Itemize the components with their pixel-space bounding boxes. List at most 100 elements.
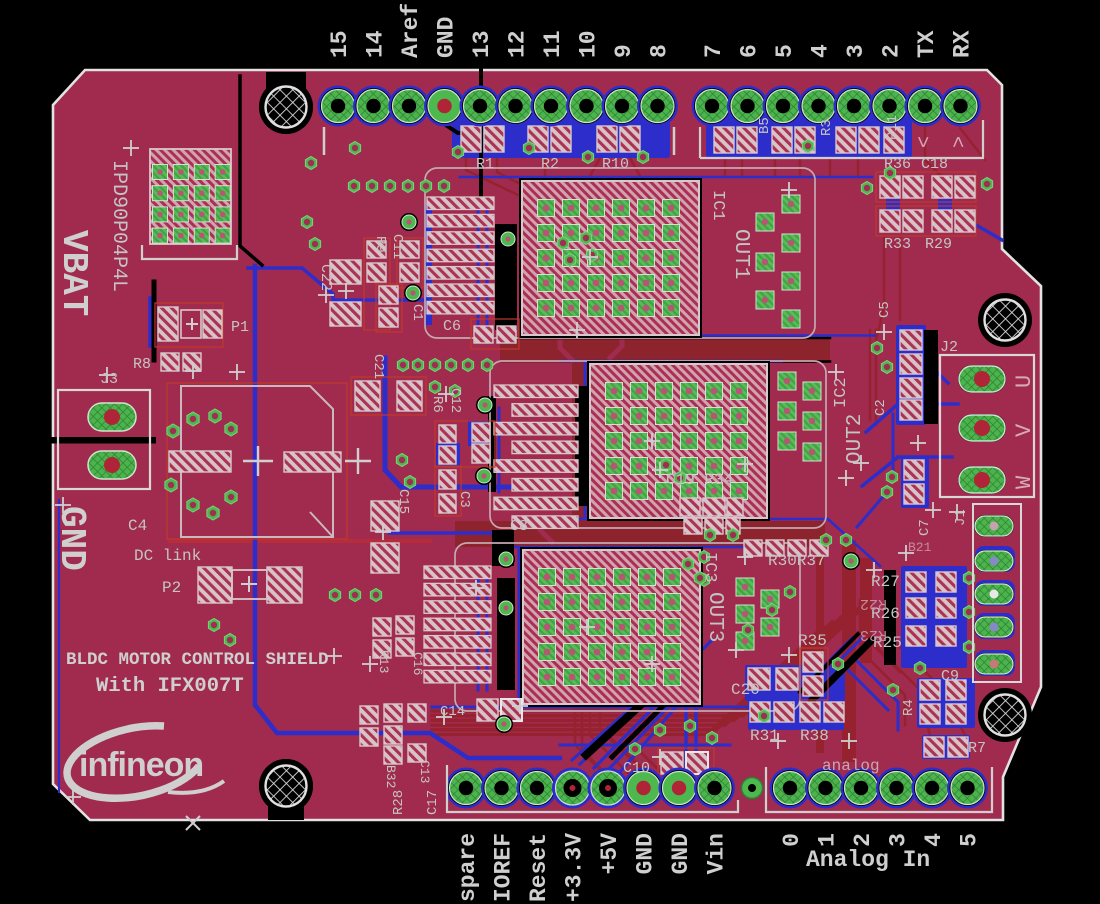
svg-text:R3: R3 bbox=[819, 119, 835, 136]
svg-text:6: 6 bbox=[737, 44, 763, 58]
svg-text:R33: R33 bbox=[884, 236, 911, 253]
svg-text:With IFX007T: With IFX007T bbox=[96, 675, 244, 698]
svg-text:GND: GND bbox=[633, 833, 659, 874]
svg-text:BLDC MOTOR CONTROL SHIELD: BLDC MOTOR CONTROL SHIELD bbox=[66, 650, 329, 670]
svg-text:R36: R36 bbox=[884, 156, 911, 173]
svg-text:analog: analog bbox=[822, 757, 880, 775]
svg-text:1: 1 bbox=[815, 833, 841, 847]
svg-text:R28: R28 bbox=[391, 790, 407, 815]
svg-text:Analog In: Analog In bbox=[806, 847, 930, 873]
svg-text:C5: C5 bbox=[877, 301, 893, 318]
svg-text:+5V: +5V bbox=[597, 833, 623, 875]
svg-text:spare: spare bbox=[455, 833, 481, 902]
svg-text:P2: P2 bbox=[162, 579, 181, 597]
svg-text:C12: C12 bbox=[447, 388, 463, 413]
svg-text:14: 14 bbox=[363, 30, 389, 58]
svg-text:C18: C18 bbox=[921, 156, 948, 173]
svg-text:12: 12 bbox=[505, 30, 531, 58]
svg-text:RX: RX bbox=[950, 30, 976, 58]
svg-text:<: < bbox=[914, 136, 937, 148]
svg-text:infineon: infineon bbox=[79, 746, 203, 784]
svg-text:4: 4 bbox=[921, 833, 947, 847]
svg-text:Aref: Aref bbox=[398, 3, 424, 58]
svg-text:2: 2 bbox=[850, 833, 876, 847]
svg-text:B32: B32 bbox=[383, 765, 398, 788]
svg-text:C1: C1 bbox=[409, 304, 425, 321]
svg-text:C22: C22 bbox=[317, 264, 334, 291]
svg-text:15: 15 bbox=[327, 30, 353, 58]
svg-text:OUT2: OUT2 bbox=[844, 414, 867, 464]
svg-text:B21: B21 bbox=[908, 540, 932, 555]
svg-text:Vin: Vin bbox=[704, 833, 730, 874]
svg-text:J3: J3 bbox=[100, 371, 118, 388]
svg-text:IC3: IC3 bbox=[700, 552, 719, 583]
svg-text:0: 0 bbox=[779, 833, 805, 847]
svg-text:10: 10 bbox=[576, 30, 602, 58]
svg-text:GND: GND bbox=[668, 833, 694, 874]
svg-text:C20: C20 bbox=[731, 681, 760, 699]
svg-text:R22: R22 bbox=[860, 595, 887, 612]
svg-text:R27: R27 bbox=[871, 573, 900, 591]
svg-text:C2: C2 bbox=[873, 399, 889, 416]
svg-text:13: 13 bbox=[469, 30, 495, 58]
svg-text:R13: R13 bbox=[376, 650, 391, 673]
svg-text:C8: C8 bbox=[510, 518, 528, 535]
svg-text:R35: R35 bbox=[798, 632, 827, 650]
svg-text:OUT3: OUT3 bbox=[703, 592, 726, 642]
svg-text:IPD90P04P4L: IPD90P04P4L bbox=[107, 160, 130, 292]
svg-text:R38: R38 bbox=[800, 727, 829, 745]
svg-text:R31: R31 bbox=[750, 727, 779, 745]
svg-text:C11: C11 bbox=[389, 234, 405, 259]
svg-text:R23: R23 bbox=[860, 626, 887, 643]
svg-text:R30R37: R30R37 bbox=[768, 552, 826, 570]
svg-text:5: 5 bbox=[772, 44, 798, 58]
svg-text:R9: R9 bbox=[372, 236, 388, 253]
svg-text:C10: C10 bbox=[623, 760, 650, 777]
svg-text:C7: C7 bbox=[917, 519, 933, 536]
svg-text:GND: GND bbox=[51, 506, 92, 571]
svg-text:C13: C13 bbox=[417, 760, 432, 783]
svg-text:DC link: DC link bbox=[134, 547, 201, 565]
svg-text:C14: C14 bbox=[440, 704, 465, 720]
svg-text:>: > bbox=[949, 136, 972, 148]
svg-text:C3: C3 bbox=[456, 491, 472, 508]
svg-text:R26: R26 bbox=[871, 605, 900, 623]
svg-text:P11: P11 bbox=[885, 115, 901, 140]
svg-text:W: W bbox=[1012, 475, 1037, 489]
svg-text:9: 9 bbox=[611, 44, 637, 58]
svg-text:C4: C4 bbox=[128, 517, 147, 535]
svg-text:4: 4 bbox=[808, 44, 834, 58]
svg-text:IC2: IC2 bbox=[832, 377, 851, 408]
svg-text:P1: P1 bbox=[231, 319, 249, 336]
svg-text:C15: C15 bbox=[395, 489, 411, 514]
svg-text:C6: C6 bbox=[443, 318, 461, 335]
svg-text:3: 3 bbox=[886, 833, 912, 847]
svg-text:11: 11 bbox=[540, 30, 566, 58]
svg-text:C16: C16 bbox=[410, 652, 425, 675]
svg-text:VBAT: VBAT bbox=[53, 230, 94, 316]
svg-text:IOREF: IOREF bbox=[491, 833, 517, 902]
svg-text:J1: J1 bbox=[953, 509, 969, 526]
svg-text:OUT1: OUT1 bbox=[729, 229, 752, 279]
svg-text:R4: R4 bbox=[901, 699, 917, 716]
svg-text:J2: J2 bbox=[940, 339, 958, 356]
svg-text:+3.3V: +3.3V bbox=[562, 833, 588, 902]
svg-text:IC1: IC1 bbox=[708, 190, 727, 221]
svg-text:C9: C9 bbox=[941, 668, 959, 685]
svg-text:R7: R7 bbox=[968, 740, 986, 757]
svg-text:2: 2 bbox=[879, 44, 905, 58]
svg-text:C19 R34: C19 R34 bbox=[666, 471, 733, 489]
svg-text:5: 5 bbox=[957, 833, 983, 847]
svg-text:R29: R29 bbox=[925, 236, 952, 253]
svg-text:GND: GND bbox=[434, 17, 460, 58]
svg-text:R2: R2 bbox=[541, 156, 559, 173]
svg-text:R10: R10 bbox=[602, 156, 629, 173]
svg-text:R1: R1 bbox=[476, 156, 494, 173]
svg-text:8: 8 bbox=[647, 44, 673, 58]
svg-text:C17: C17 bbox=[425, 790, 441, 815]
svg-text:3: 3 bbox=[843, 44, 869, 58]
svg-text:V: V bbox=[1012, 423, 1037, 437]
svg-text:U: U bbox=[1012, 375, 1037, 388]
svg-text:TX: TX bbox=[914, 30, 940, 58]
svg-text:7: 7 bbox=[701, 44, 727, 58]
